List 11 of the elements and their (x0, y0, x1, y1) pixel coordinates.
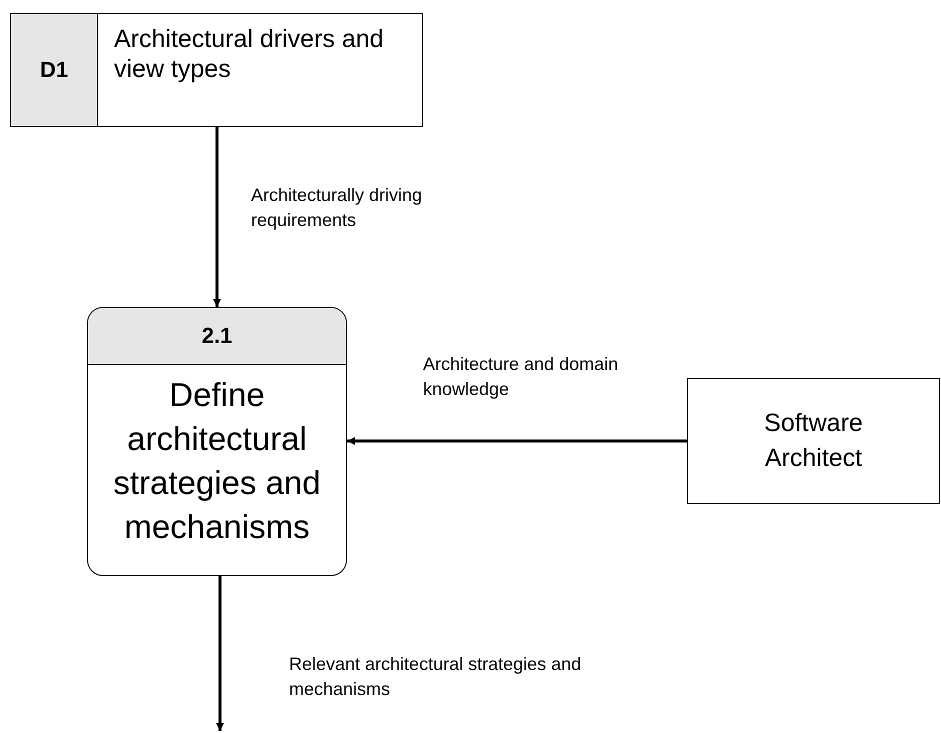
arrow (213, 127, 221, 307)
process-number: 2.1 (88, 308, 346, 365)
external-entity-box (687, 378, 940, 504)
data-store-box (10, 13, 423, 127)
process-box (87, 307, 347, 576)
process-label: Define architectural strategies and mechanisms (112, 375, 322, 547)
store-id: D1 (11, 14, 98, 126)
arrow (216, 576, 224, 731)
arrow (347, 437, 687, 445)
entity-label: Software Architect (763, 408, 864, 474)
store-label: Architectural drivers and view types (113, 24, 385, 85)
